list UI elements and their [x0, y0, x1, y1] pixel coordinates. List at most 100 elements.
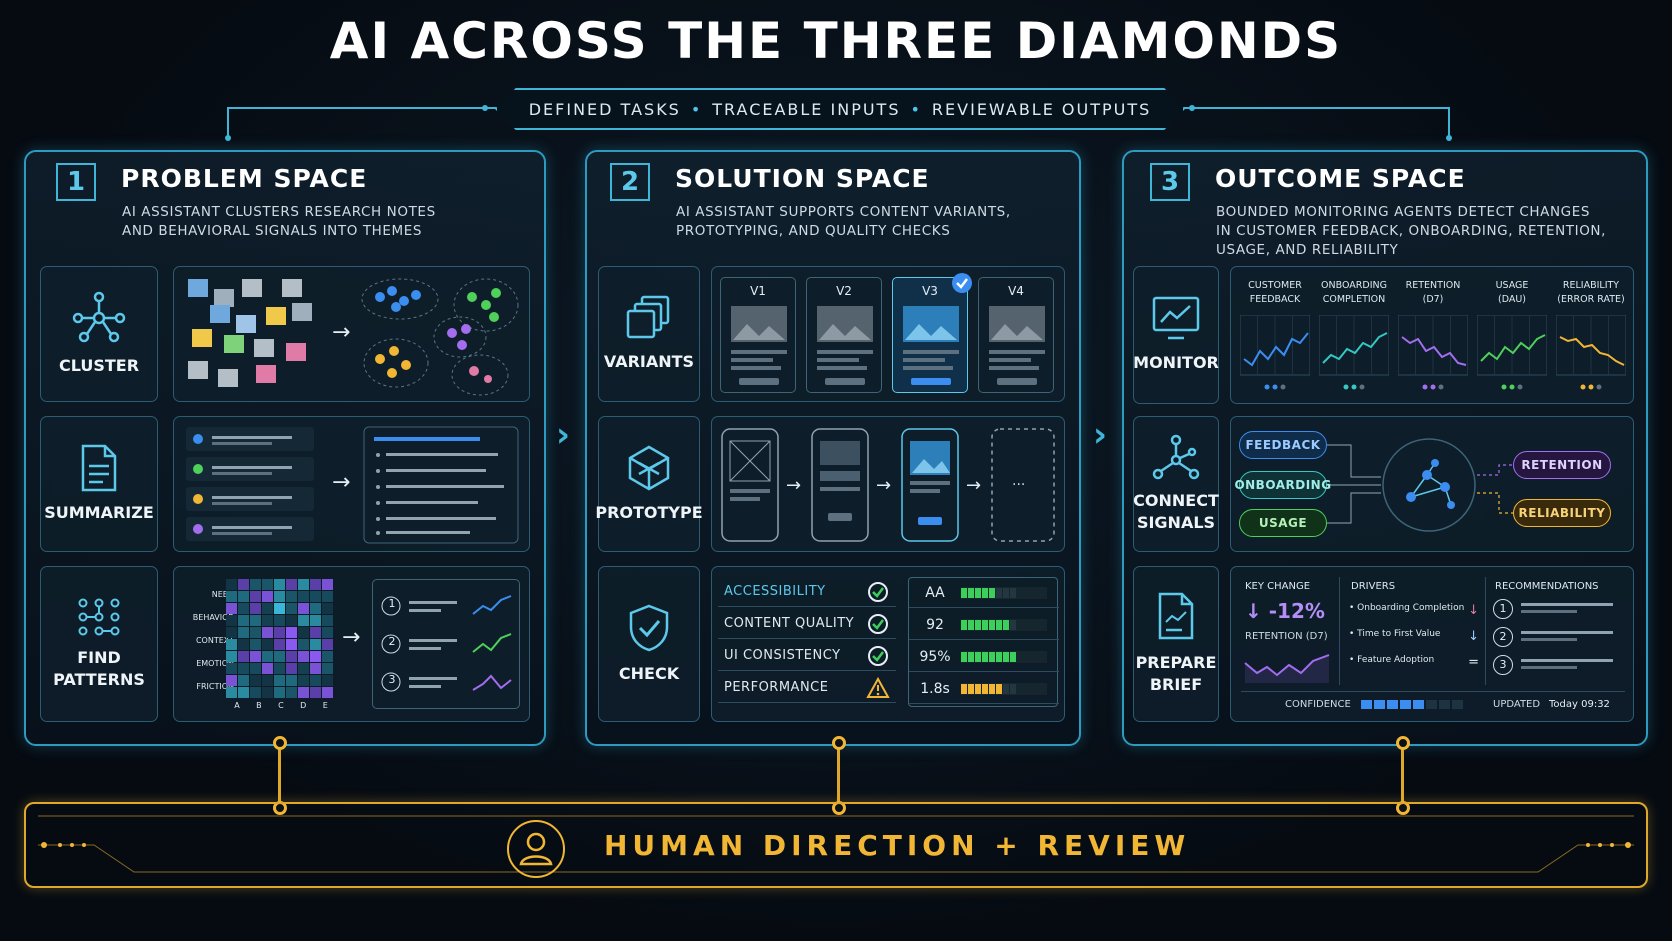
- variant-card[interactable]: V4: [978, 277, 1054, 393]
- variant-label: V3: [922, 284, 938, 298]
- connector-node: [273, 736, 287, 750]
- heatmap-cell: [274, 591, 285, 602]
- heatmap-cell: [250, 615, 261, 626]
- driver-item: • Feature Adoption=: [1349, 655, 1479, 670]
- prototype-step[interactable]: PROTOTYPE: [595, 416, 703, 552]
- confidence-segment: [1413, 700, 1424, 709]
- monitor-step[interactable]: MONITOR: [1133, 266, 1219, 404]
- variant-card[interactable]: V2: [806, 277, 882, 393]
- metric-card[interactable]: RETENTION(D7): [1395, 275, 1471, 395]
- person-icon: [519, 832, 553, 866]
- human-review-label: HUMAN DIRECTION + REVIEW: [604, 829, 1191, 862]
- updated-value: Today 09:32: [1549, 699, 1610, 710]
- summarize-step[interactable]: SUMMARIZE: [40, 416, 158, 552]
- heatmap-cell: [274, 687, 285, 698]
- check-row: CONTENT QUALITY: [718, 609, 896, 639]
- stacked-windows-icon: [626, 295, 670, 339]
- brief-divider: [1339, 577, 1340, 685]
- heatmap-cell: [262, 687, 273, 698]
- heatmap-cell: [226, 627, 237, 638]
- signal-feedback: FEEDBACK: [1239, 431, 1327, 459]
- check-score-bar: [961, 618, 1047, 631]
- pattern-number-1: 1: [388, 597, 396, 610]
- heatmap-cell: [298, 687, 309, 698]
- heatmap-cell: [310, 615, 321, 626]
- heatmap-cell: [250, 663, 261, 674]
- metric-card[interactable]: RELIABILITY(ERROR RATE): [1553, 275, 1629, 395]
- signal-onboarding: ONBOARDING: [1234, 471, 1331, 499]
- panel-2-title: SOLUTION SPACE: [675, 164, 930, 193]
- prototype-label: PROTOTYPE: [595, 503, 703, 522]
- check-step[interactable]: CHECK: [598, 566, 700, 722]
- dot-grid-icon: [78, 598, 120, 636]
- cluster-visual: →: [173, 266, 530, 402]
- check-circle-icon: [868, 613, 888, 634]
- driver-item: • Time to First Value↓: [1349, 629, 1479, 644]
- variant-card[interactable]: V3: [892, 273, 972, 393]
- check-row: ACCESSIBILITY: [718, 577, 896, 607]
- variant-card[interactable]: V1: [720, 277, 796, 393]
- heatmap-cell: [322, 639, 333, 650]
- key-change-label: KEY CHANGE: [1245, 581, 1311, 592]
- heatmap-cell: [238, 627, 249, 638]
- heatmap-cell: [226, 579, 237, 590]
- principles-ribbon: DEFINED TASKS • TRACEABLE INPUTS • REVIE…: [495, 88, 1185, 130]
- heatmap-cell: [226, 591, 237, 602]
- heatmap-cell: [262, 663, 273, 674]
- check-row: PERFORMANCE: [718, 673, 896, 703]
- heatmap-cell: [322, 603, 333, 614]
- check-value: 92: [926, 616, 944, 633]
- updated-label: UPDATED: [1493, 699, 1541, 710]
- human-review-bar: [24, 802, 1648, 888]
- document-icon: [81, 444, 117, 492]
- heatmap-cell: [286, 687, 297, 698]
- recommendation-lines: [1521, 659, 1613, 669]
- signal-retention: RETENTION: [1513, 451, 1611, 479]
- metric-sparkline: [1477, 315, 1547, 376]
- ribbon-item-outputs: REVIEWABLE OUTPUTS: [931, 99, 1152, 119]
- heatmap-cell: [250, 627, 261, 638]
- check-score-bar: [961, 650, 1047, 663]
- signal-usage: USAGE: [1239, 509, 1327, 537]
- heatmap-cell: [238, 591, 249, 602]
- metric-pager: [1264, 384, 1286, 390]
- summarize-label: SUMMARIZE: [44, 503, 154, 522]
- recommendation-item: 3: [1493, 655, 1623, 677]
- metric-card[interactable]: USAGE(DAU): [1474, 275, 1550, 395]
- heatmap-cell: [262, 675, 273, 686]
- summarize-visual: →: [173, 416, 530, 552]
- page-title: AI ACROSS THE THREE DIAMONDS: [329, 12, 1343, 70]
- key-change-value: ↓ -12%: [1245, 599, 1325, 623]
- network-icon: [1152, 434, 1200, 480]
- heatmap-cell: [310, 651, 321, 662]
- cluster-step[interactable]: CLUSTER: [40, 266, 158, 402]
- recommendation-number: 1: [1493, 599, 1513, 619]
- heatmap-cell: [286, 603, 297, 614]
- heatmap-cell: [262, 627, 273, 638]
- panel-3-title: OUTCOME SPACE: [1215, 164, 1466, 193]
- check-row: UI CONSISTENCY: [718, 641, 896, 671]
- recommendation-number: 3: [1493, 655, 1513, 675]
- panel-1-title: PROBLEM SPACE: [121, 164, 368, 193]
- check-label: CHECK: [618, 664, 680, 683]
- panel-3-number: 3: [1150, 163, 1190, 201]
- variant-thumbnail: [989, 306, 1045, 385]
- variants-step[interactable]: VARIANTS: [598, 266, 700, 402]
- heatmap-cell: [226, 615, 237, 626]
- heatmap-cell: [310, 591, 321, 602]
- heatmap-cell: [250, 639, 261, 650]
- cluster-network-icon: [72, 291, 126, 343]
- heatmap-cell: [298, 579, 309, 590]
- confidence-meter: [1361, 700, 1463, 709]
- drivers-label: DRIVERS: [1351, 581, 1396, 592]
